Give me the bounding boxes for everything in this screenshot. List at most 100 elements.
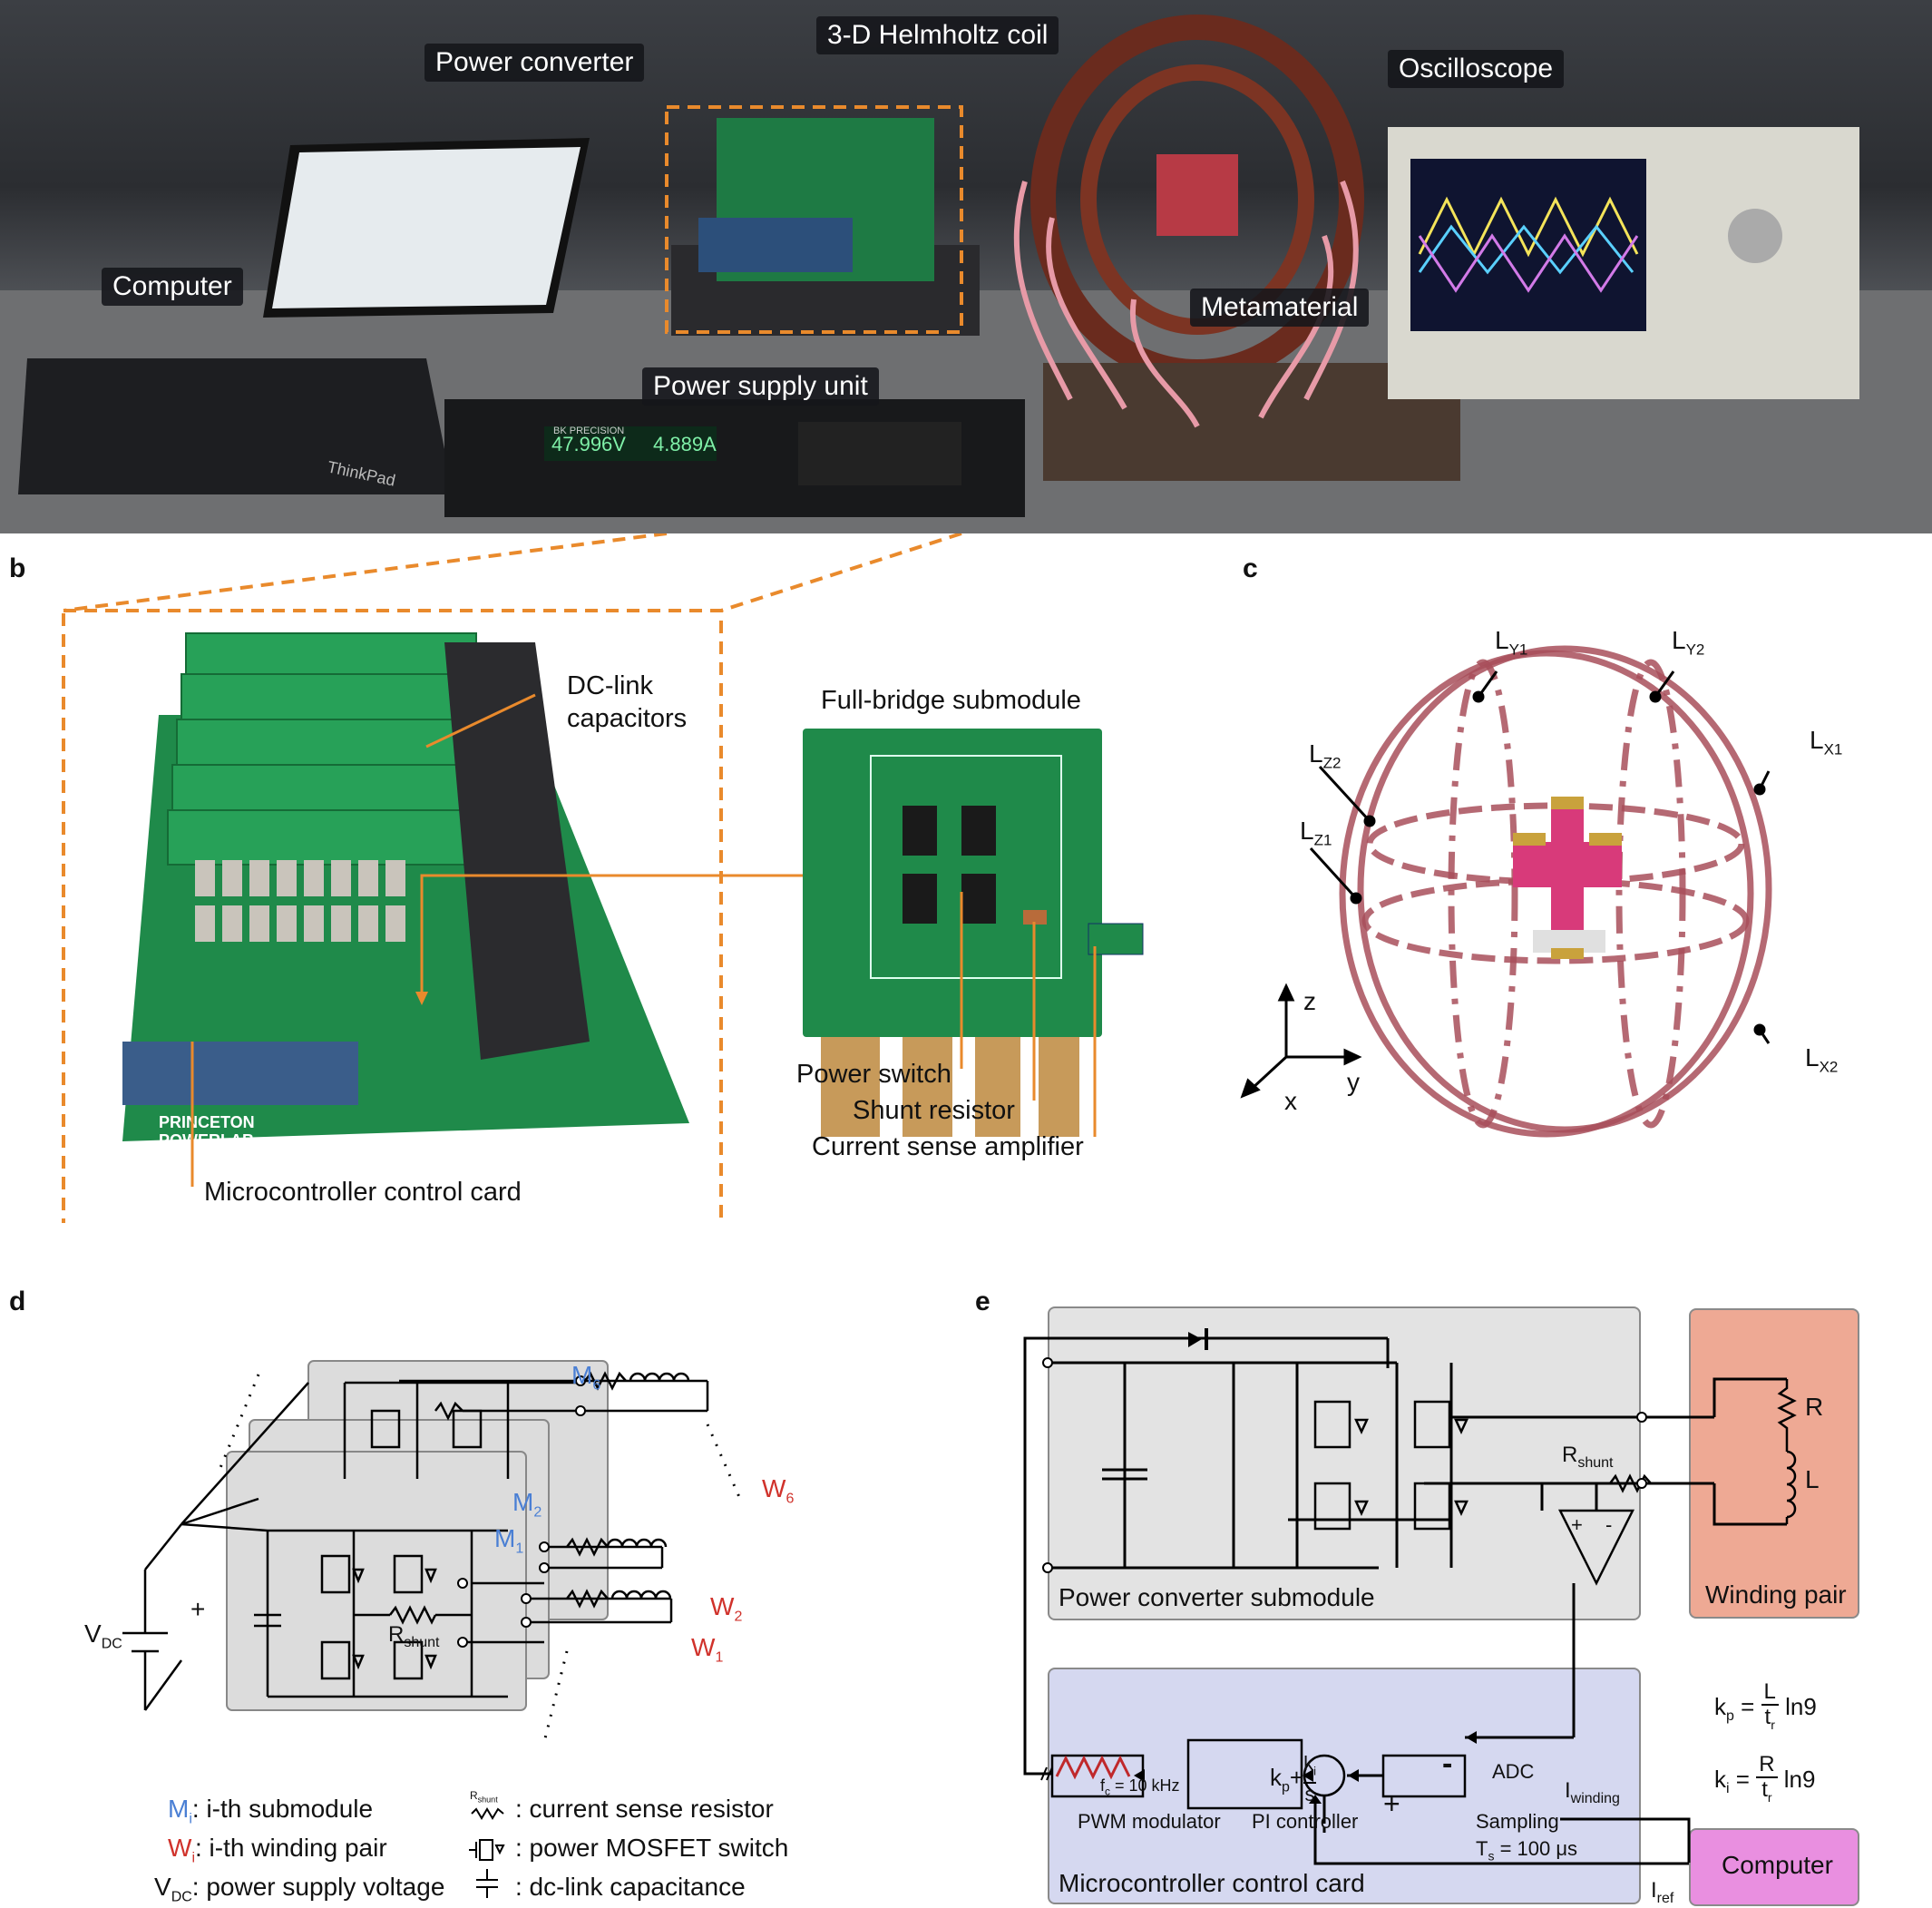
psu-keypad (798, 422, 961, 485)
coil-lx2 (1357, 645, 1772, 1133)
pink-cables (1013, 180, 1359, 428)
callout-power-converter: Power converter (424, 44, 645, 82)
schematic-resistors (389, 1371, 627, 1625)
label-computer: Computer (1722, 1851, 1833, 1879)
cooling-fans (444, 642, 590, 1060)
panel-letter-c: c (1243, 553, 1258, 583)
panel-letter-e: e (975, 1287, 990, 1316)
axis-label-z: z (1303, 987, 1316, 1015)
label-lx1: LX1 (1810, 726, 1843, 758)
callout-psu: Power supply unit (642, 367, 879, 406)
legend-mosfet-text: : power MOSFET switch (515, 1834, 789, 1862)
submodule-pcb (803, 729, 1102, 1037)
label-rshunt: Rshunt (388, 1622, 440, 1650)
schematic-mosfets (320, 1409, 483, 1680)
schematic-wires (122, 1379, 709, 1711)
label-m2: M2 (512, 1488, 542, 1521)
legend-rshunt-text: : current sense resistor (515, 1795, 774, 1823)
control-loop-schematic (1023, 1328, 1797, 1865)
legend-rshunt-symbol: Rshunt (470, 1789, 498, 1805)
panel-b-illustration: PRINCETON POWERLAB (62, 533, 1144, 1223)
metamaterial-sample (1156, 154, 1238, 236)
board-brand-2: POWERLAB (159, 1131, 254, 1150)
label-mcu: Microcontroller control card (1059, 1869, 1365, 1897)
legend-mi: Mi: i-th submodule (168, 1795, 374, 1827)
coil-lx1 (1339, 650, 1754, 1138)
label-ts: Ts = 100 μs (1476, 1837, 1578, 1864)
legend-mosfet-icon (469, 1839, 505, 1861)
converter-zoom-box (62, 609, 723, 1223)
coil-ly1 (1448, 659, 1518, 1129)
coil-diagram (1240, 645, 1772, 1138)
label-m6: M6 (571, 1361, 601, 1394)
opamp-minus: - (1605, 1513, 1613, 1536)
label-w1: W1 (691, 1633, 724, 1666)
label-pwm: PWM modulator (1078, 1810, 1221, 1833)
label-iwinding: Iwinding (1565, 1778, 1620, 1806)
label-iref: Iref (1651, 1878, 1674, 1906)
zoom-line-right (720, 533, 962, 612)
e-arrows (1134, 1731, 1477, 1804)
label-lz1: LZ1 (1300, 817, 1332, 849)
amplifier-board (1088, 923, 1144, 955)
label-capacitors: capacitors (567, 704, 688, 733)
adc-block (1381, 1754, 1467, 1798)
panel-letter-d: d (9, 1287, 26, 1316)
submodule-outline (870, 755, 1062, 979)
label-shunt-resistor: Shunt resistor (853, 1096, 1015, 1125)
converter-schematic (122, 1360, 741, 1743)
axis-label-y: y (1347, 1068, 1360, 1096)
winding-pair-box (1689, 1308, 1859, 1619)
trace-cyan (1418, 224, 1634, 275)
label-w6: W6 (762, 1474, 795, 1507)
legend-wi: Wi: i-th winding pair (168, 1834, 387, 1866)
label-sampling: Sampling (1476, 1810, 1559, 1833)
metamaterial-cube (1513, 797, 1622, 959)
submodule-pointer (420, 874, 807, 896)
label-pi: PI controller (1252, 1810, 1359, 1833)
coil-ly2 (1615, 659, 1686, 1129)
pi-block (1186, 1738, 1303, 1810)
label-dc-link: DC-link (567, 671, 654, 700)
label-vdc: VDC (84, 1619, 122, 1652)
label-sum-minus: - (1442, 1747, 1453, 1781)
top-diode (1188, 1332, 1202, 1347)
trace-yellow (1418, 196, 1639, 258)
label-w2: W2 (710, 1592, 743, 1625)
label-power-switch: Power switch (796, 1060, 951, 1089)
psu-current: 4.889A (653, 433, 717, 455)
mcu-card (122, 1042, 358, 1105)
label-winding-l: L (1805, 1465, 1820, 1493)
pwm-carrier-icon (1055, 1755, 1131, 1780)
capacitor-array (195, 860, 405, 942)
computer-box (1689, 1828, 1859, 1906)
helmholtz-coil-inner (1080, 64, 1314, 335)
board-brand-1: PRINCETON (159, 1113, 255, 1131)
shunt-resistor (1023, 910, 1047, 925)
label-winding-pair: Winding pair (1705, 1580, 1847, 1609)
label-current-sense-amplifier: Current sense amplifier (812, 1132, 1084, 1161)
coil-lz2 (1366, 802, 1745, 886)
laptop-keyboard (18, 358, 454, 494)
callout-oscilloscope: Oscilloscope (1388, 50, 1565, 88)
legend-vdc: VDC: power supply voltage (154, 1873, 445, 1905)
submodule-mosfets (903, 806, 996, 924)
callout-metamaterial: Metamaterial (1190, 289, 1370, 327)
label-mcu-card: Microcontroller control card (204, 1178, 522, 1207)
converter-highlight-box (665, 105, 963, 334)
lab-setup-photo: ThinkPad 47.996V 4.889A BK PRECISION (0, 0, 1932, 533)
current-sense-opamp (1557, 1509, 1635, 1586)
control-board (698, 218, 853, 272)
panel-letter-b: b (9, 553, 26, 583)
psu-voltage: 47.996V (551, 433, 626, 455)
opamp-plus: + (1571, 1513, 1583, 1536)
e-nodes (1042, 1357, 1647, 1573)
schematic-inductors (606, 1372, 690, 1600)
label-sum-plus: + (1383, 1787, 1400, 1820)
legend-capacitor-icon (476, 1869, 498, 1898)
label-ly1: LY1 (1495, 626, 1528, 659)
legend-resistor-icon (471, 1807, 504, 1820)
winding-inductor (1786, 1450, 1797, 1519)
